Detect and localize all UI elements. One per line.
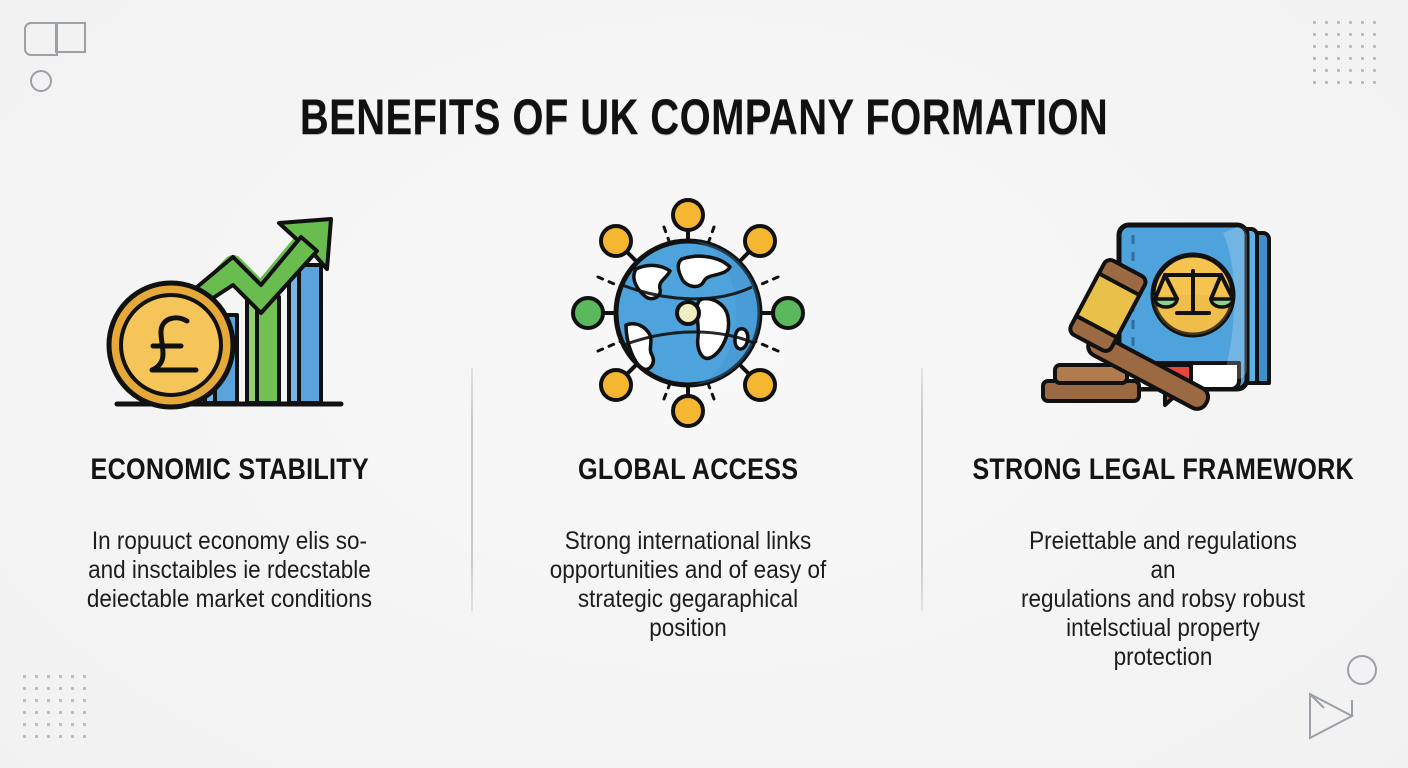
body-line: Preiettable and regulations an — [1028, 527, 1297, 584]
triangle-outline-icon — [1309, 692, 1355, 740]
column-heading: STRONG LEGAL FRAMEWORK — [972, 453, 1354, 486]
law-book-gavel-icon — [1035, 190, 1291, 435]
column-heading: ECONOMIC STABILITY — [90, 453, 369, 486]
column-body: In ropuuct economy elis so- and insctaib… — [87, 527, 372, 614]
benefits-columns: ECONOMIC STABILITY In ropuuct economy el… — [0, 190, 1408, 672]
column-body: Preiettable and regulations an regulatio… — [1014, 527, 1311, 672]
column-divider — [921, 368, 923, 611]
body-line: regulations and robsy robust — [1020, 585, 1305, 613]
growth-chart-pound-coin-icon — [103, 190, 355, 435]
body-line: In ropuuct economy elis so- — [91, 527, 367, 555]
circle-outline-icon — [30, 70, 52, 92]
square-outline-icon — [55, 22, 86, 53]
column-heading: GLOBAL ACCESS — [578, 453, 799, 486]
column-divider — [471, 368, 473, 611]
body-line: intelsctiual property protection — [1065, 614, 1260, 671]
decoration-circle-triangle — [1300, 650, 1386, 742]
decoration-dot-grid-top-right — [1308, 16, 1380, 88]
benefit-column-global-access: GLOBAL ACCESS Strong international links… — [459, 190, 918, 643]
benefit-column-strong-legal-framework: STRONG LEGAL FRAMEWORK Preiettable and r… — [918, 190, 1408, 672]
column-body: Strong international links opportunities… — [540, 527, 837, 643]
square-outline-icon — [24, 22, 58, 56]
body-line: strategic gegaraphical position — [578, 585, 799, 642]
body-line: opportunities and of easy of — [550, 556, 827, 584]
global-network-globe-icon — [564, 190, 812, 435]
page-title: BENEFITS OF UK COMPANY FORMATION — [299, 89, 1109, 145]
body-line: deiectable market conditions — [86, 585, 373, 613]
circle-outline-icon — [1347, 655, 1377, 685]
body-line: and insctaibles ie rdecstable — [88, 556, 371, 584]
decoration-dot-grid-bottom-left — [18, 670, 90, 742]
benefit-column-economic-stability: ECONOMIC STABILITY In ropuuct economy el… — [0, 190, 459, 614]
body-line: Strong international links — [565, 527, 812, 555]
